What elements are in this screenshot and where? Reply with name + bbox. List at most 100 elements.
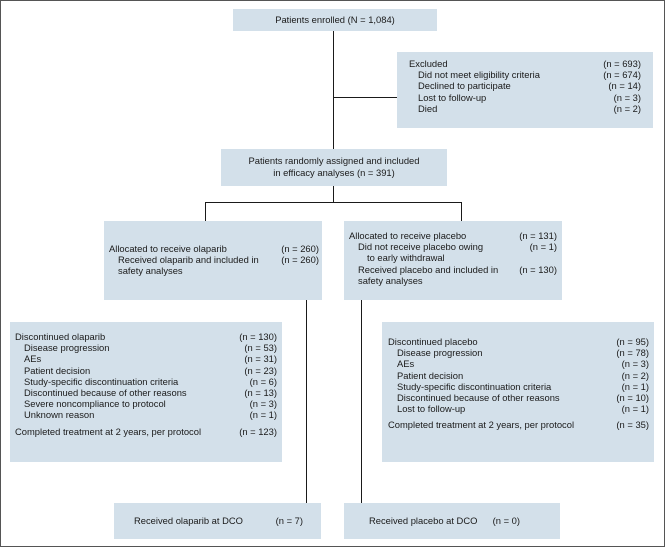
- olaparib-received-row: Received olaparib and included in (n = 2…: [109, 254, 319, 265]
- placebo-allocated-value: (n = 131): [519, 230, 557, 241]
- olaparib-dco-row: Received olaparib at DCO (n = 7): [134, 515, 303, 526]
- placebo-not-received-row-2: to early withdrawal: [349, 252, 557, 263]
- olaparib-disc-item-value: (n = 1): [249, 409, 277, 421]
- olaparib-disc-item-value: (n = 13): [244, 386, 277, 398]
- olaparib-received-label: Received olaparib and included in: [118, 254, 259, 266]
- olaparib-disc-item: AEs (n = 31): [15, 353, 277, 364]
- olaparib-disc-item-label: AEs: [24, 353, 42, 365]
- excluded-item-value: (n = 2): [613, 102, 641, 114]
- placebo-disc-item-value: (n = 78): [616, 347, 649, 359]
- placebo-received-label: Received placebo and included in: [358, 263, 499, 275]
- connector-placebo-branch: [361, 300, 363, 503]
- olaparib-disc-item-label: Study-specific discontinuation criteria: [24, 375, 179, 387]
- placebo-completed-row: Completed treatment at 2 years, per prot…: [388, 419, 649, 430]
- placebo-discontinued-box: Discontinued placebo (n = 95) Disease pr…: [382, 322, 654, 462]
- placebo-disc-item-value: (n = 1): [621, 403, 649, 415]
- placebo-disc-item: Study-specific discontinuation criteria …: [388, 381, 649, 392]
- placebo-disc-item-label: Lost to follow-up: [397, 403, 466, 415]
- randomized-line-2: in efficacy analyses (n = 391): [273, 166, 395, 178]
- olaparib-received-value: (n = 260): [281, 254, 319, 266]
- olaparib-discontinued-box: Discontinued olaparib (n = 130) Disease …: [10, 322, 282, 462]
- olaparib-disc-title-row: Discontinued olaparib (n = 130): [15, 331, 277, 342]
- placebo-not-received-label-2: to early withdrawal: [367, 252, 445, 264]
- placebo-allocation-box: Allocated to receive placebo (n = 131) D…: [344, 221, 562, 300]
- olaparib-disc-item: Disease progression (n = 53): [15, 342, 277, 353]
- excluded-title: Excluded: [409, 58, 448, 69]
- olaparib-disc-item: Discontinued because of other reasons (n…: [15, 387, 277, 398]
- placebo-disc-title: Discontinued placebo: [388, 336, 478, 347]
- connector-horizontal-split: [205, 202, 462, 204]
- olaparib-dco-value: (n = 7): [275, 515, 303, 526]
- placebo-received-row: Received placebo and included in (n = 13…: [349, 264, 557, 275]
- olaparib-disc-item-label: Unknown reason: [24, 409, 95, 421]
- excluded-item-value: (n = 3): [613, 91, 641, 103]
- excluded-item-label: Did not meet eligibility criteria: [418, 69, 540, 81]
- placebo-not-received-label: Did not receive placebo owing: [358, 241, 484, 253]
- connector-olaparib-branch: [306, 300, 308, 503]
- olaparib-disc-item-label: Severe noncompliance to protocol: [24, 398, 166, 410]
- placebo-disc-item-value: (n = 10): [616, 391, 649, 403]
- excluded-title-row: Excluded (n = 693): [409, 58, 641, 69]
- placebo-disc-title-value: (n = 95): [616, 336, 649, 347]
- connector-enrolled-randomized: [333, 31, 335, 149]
- excluded-item: Lost to follow-up (n = 3): [409, 92, 641, 103]
- excluded-item: Declined to participate (n = 14): [409, 80, 641, 91]
- olaparib-received-label-2: safety analyses: [118, 265, 183, 277]
- excluded-item-value: (n = 674): [603, 69, 641, 81]
- olaparib-disc-item: Patient decision (n = 23): [15, 365, 277, 376]
- olaparib-allocated-label: Allocated to receive olaparib: [109, 243, 227, 254]
- olaparib-dco-box: Received olaparib at DCO (n = 7): [114, 503, 321, 539]
- olaparib-disc-item-value: (n = 53): [244, 342, 277, 354]
- olaparib-disc-item-value: (n = 3): [249, 398, 277, 410]
- olaparib-disc-item-label: Patient decision: [24, 364, 91, 376]
- placebo-disc-item-value: (n = 3): [621, 358, 649, 370]
- olaparib-received-row-2: safety analyses: [109, 265, 319, 276]
- placebo-disc-item-label: Patient decision: [397, 369, 464, 381]
- olaparib-disc-item-label: Discontinued because of other reasons: [24, 386, 187, 398]
- placebo-disc-title-row: Discontinued placebo (n = 95): [388, 336, 649, 347]
- placebo-received-row-2: safety analyses: [349, 275, 557, 286]
- randomized-box: Patients randomly assigned and included …: [221, 149, 447, 186]
- excluded-item-label: Died: [418, 102, 438, 114]
- olaparib-disc-item-value: (n = 6): [249, 375, 277, 387]
- connector-split-olaparib: [205, 202, 207, 221]
- placebo-disc-item: Discontinued because of other reasons (n…: [388, 392, 649, 403]
- placebo-disc-item-value: (n = 1): [621, 380, 649, 392]
- olaparib-completed-label: Completed treatment at 2 years, per prot…: [15, 425, 202, 437]
- olaparib-disc-title: Discontinued olaparib: [15, 331, 106, 342]
- placebo-dco-label: Received placebo at DCO: [369, 515, 478, 526]
- olaparib-disc-title-value: (n = 130): [239, 331, 277, 342]
- connector-split-placebo: [461, 202, 463, 221]
- placebo-disc-item-label: Disease progression: [397, 347, 483, 359]
- placebo-dco-value: (n = 0): [492, 515, 520, 526]
- excluded-item: Died (n = 2): [409, 103, 641, 114]
- excluded-item-value: (n = 14): [608, 80, 641, 92]
- olaparib-disc-item: Unknown reason (n = 1): [15, 409, 277, 420]
- olaparib-allocated-value: (n = 260): [281, 243, 319, 254]
- placebo-allocated-row: Allocated to receive placebo (n = 131): [349, 230, 557, 241]
- placebo-not-received-row: Did not receive placebo owing (n = 1): [349, 241, 557, 252]
- placebo-disc-item-label: Study-specific discontinuation criteria: [397, 380, 552, 392]
- olaparib-disc-item: Severe noncompliance to protocol (n = 3): [15, 398, 277, 409]
- connector-to-excluded: [333, 97, 397, 99]
- olaparib-completed-value: (n = 123): [239, 425, 277, 437]
- placebo-dco-row: Received placebo at DCO (n = 0): [369, 515, 520, 526]
- placebo-dco-box: Received placebo at DCO (n = 0): [344, 503, 560, 539]
- placebo-received-label-2: safety analyses: [358, 274, 423, 286]
- placebo-disc-item-value: (n = 2): [621, 369, 649, 381]
- placebo-allocated-label: Allocated to receive placebo: [349, 230, 467, 241]
- excluded-title-value: (n = 693): [603, 58, 641, 69]
- olaparib-allocated-row: Allocated to receive olaparib (n = 260): [109, 243, 319, 254]
- olaparib-disc-item-label: Disease progression: [24, 342, 110, 354]
- excluded-item-label: Declined to participate: [418, 80, 511, 92]
- placebo-received-value: (n = 130): [519, 263, 557, 275]
- excluded-item: Did not meet eligibility criteria (n = 6…: [409, 69, 641, 80]
- placebo-disc-item: Patient decision (n = 2): [388, 370, 649, 381]
- placebo-disc-item-label: AEs: [397, 358, 415, 370]
- olaparib-disc-item-value: (n = 31): [244, 353, 277, 365]
- olaparib-allocation-box: Allocated to receive olaparib (n = 260) …: [104, 221, 322, 300]
- olaparib-disc-item: Study-specific discontinuation criteria …: [15, 376, 277, 387]
- placebo-completed-label: Completed treatment at 2 years, per prot…: [388, 419, 575, 431]
- placebo-disc-item: Disease progression (n = 78): [388, 347, 649, 358]
